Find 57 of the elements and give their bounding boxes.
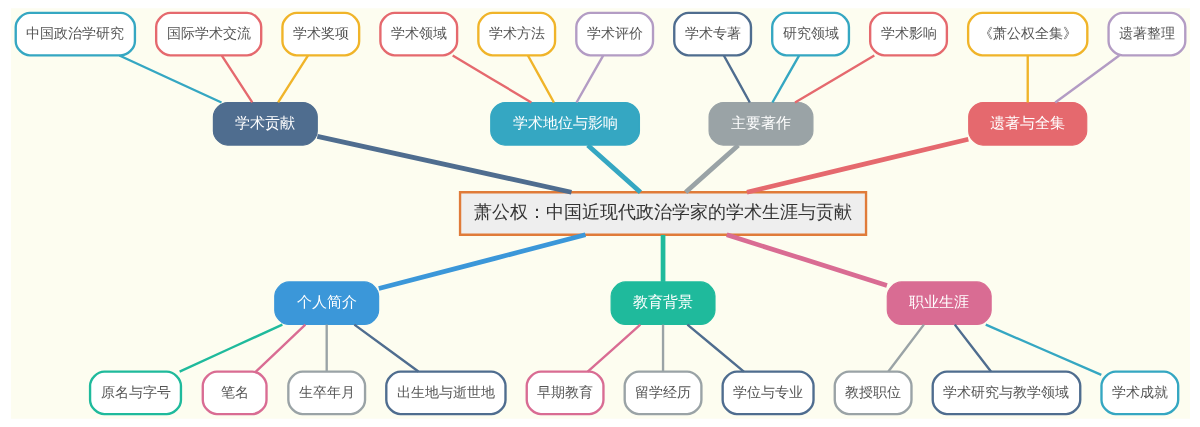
node-box: 学术影响 — [868, 11, 948, 57]
connector — [586, 323, 641, 373]
node-box: 学术方法 — [476, 11, 556, 57]
connector — [585, 143, 642, 194]
connector — [745, 136, 969, 195]
node-box: 出生地与逝世地 — [384, 370, 507, 416]
node-box: 国际学术交流 — [154, 11, 262, 57]
node-box: 学术贡献 — [212, 101, 318, 146]
node-box: 学位与专业 — [720, 370, 815, 416]
node-box: 遗著与全集 — [967, 101, 1087, 146]
connector — [178, 323, 283, 373]
node-box: 个人简介 — [273, 281, 379, 326]
connector — [984, 323, 1102, 377]
node-box: 学术奖项 — [280, 11, 360, 57]
node-box: 萧公权：中国近现代政治学家的学术生涯与贡献 — [458, 191, 867, 236]
connector — [377, 232, 586, 291]
node-box: 学术专著 — [672, 11, 752, 57]
node-box: 中国政治学研究 — [14, 11, 136, 57]
connector — [722, 54, 751, 104]
node-box: 学术研究与教学领域 — [931, 370, 1081, 416]
node-box: 留学经历 — [623, 370, 703, 416]
node-box: 主要著作 — [708, 101, 813, 146]
node-box: 学术地位与影响 — [489, 101, 640, 146]
connector — [660, 234, 665, 282]
connector — [953, 323, 992, 373]
connector — [1026, 55, 1029, 103]
node-box: 生卒年月 — [286, 370, 366, 416]
connector — [770, 54, 800, 104]
node-box: 学术成就 — [1099, 370, 1179, 416]
connector — [325, 324, 328, 372]
connector — [353, 323, 419, 373]
connector — [886, 323, 925, 373]
connector — [793, 54, 875, 104]
node-box: 早期教育 — [525, 370, 605, 416]
node-box: 教授职位 — [833, 370, 913, 416]
connector — [1054, 54, 1120, 104]
node-box: 《萧公权全集》 — [966, 11, 1088, 57]
node-box: 学术评价 — [574, 11, 654, 57]
node-box: 职业生涯 — [886, 281, 992, 326]
connector — [683, 143, 740, 194]
connector — [254, 323, 306, 373]
connector — [451, 54, 532, 104]
connector — [220, 54, 253, 104]
node-box: 研究领域 — [770, 11, 850, 57]
connector — [316, 134, 572, 195]
connector — [725, 232, 888, 288]
connector — [276, 54, 309, 104]
node-box: 教育背景 — [610, 281, 716, 326]
connector — [686, 323, 745, 373]
node-box: 遗著整理 — [1106, 11, 1186, 57]
connector — [661, 324, 664, 372]
node-box: 原名与字号 — [88, 370, 182, 416]
connector — [118, 54, 222, 104]
connector — [575, 54, 604, 104]
connector — [526, 54, 555, 104]
node-box: 学术领域 — [378, 11, 458, 57]
node-box: 笔名 — [201, 370, 268, 416]
